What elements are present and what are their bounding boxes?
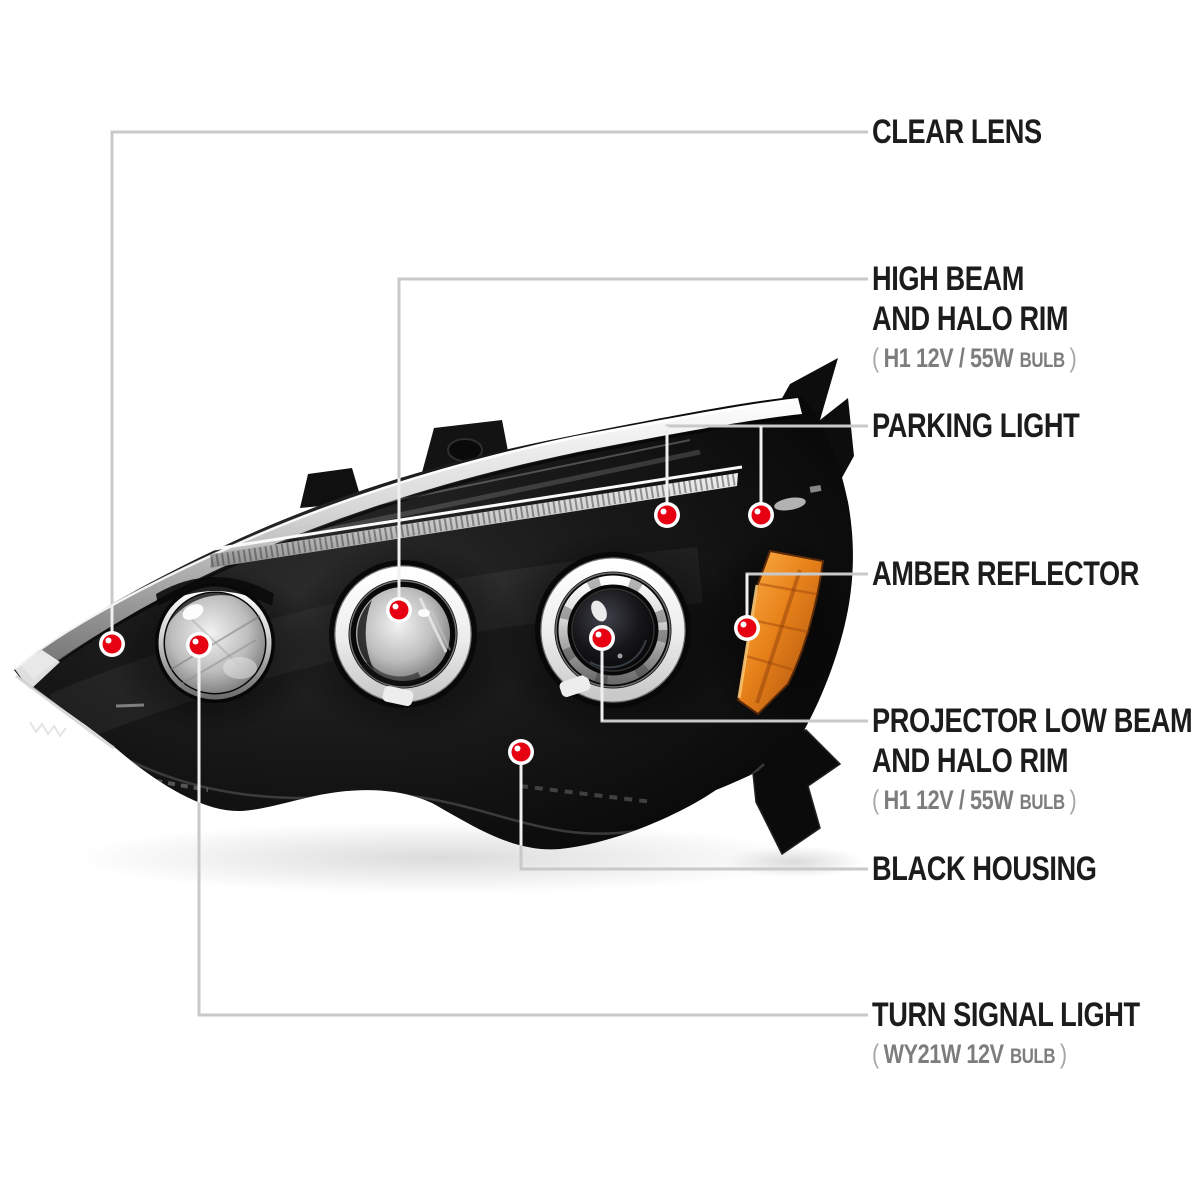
callout-title: TURN SIGNAL LIGHT xyxy=(872,996,1140,1034)
bulb-spec-value: WY21W 12V xyxy=(883,1039,1004,1069)
drop-shadow xyxy=(70,822,810,894)
high-beam-lamp xyxy=(329,560,477,708)
projector-chrome-ring xyxy=(558,575,668,685)
bulb-spec-value: H1 12V / 55W xyxy=(883,343,1014,373)
marker-clear-lens-icon xyxy=(99,631,125,657)
headlight-photo xyxy=(14,358,865,894)
halo-outer-hairline xyxy=(540,557,686,703)
paren: ( xyxy=(872,785,879,815)
paren: ) xyxy=(1069,785,1077,815)
marker-parking-light-1-icon xyxy=(654,502,680,528)
label-clear-lens: CLEAR LENS xyxy=(872,112,1042,152)
projector-halo-ring xyxy=(541,558,685,702)
lens-tip-edge xyxy=(15,674,115,750)
paren: ( xyxy=(872,1039,879,1069)
callout-title: HIGH BEAM xyxy=(872,260,1025,298)
bulb-unit: BULB xyxy=(1019,349,1065,372)
halo-inner-hairline xyxy=(555,572,671,688)
label-black-housing: BLACK HOUSING xyxy=(872,849,1097,889)
label-amber-reflector: AMBER REFLECTOR xyxy=(872,554,1139,594)
facet-line xyxy=(177,639,257,687)
parking-chrome-notch xyxy=(809,485,822,493)
label-projector-low-beam: PROJECTOR LOW BEAM AND HALO RIM (H1 12V … xyxy=(872,701,1193,820)
projector-lens-lip xyxy=(571,588,655,672)
parking-strip-highlight xyxy=(213,465,743,551)
turn-signal-glow xyxy=(223,657,257,679)
parking-chrome-detail xyxy=(774,497,806,511)
marker-black-housing-icon xyxy=(508,739,534,765)
high-beam-highlight xyxy=(418,609,430,617)
high-beam-streak xyxy=(418,597,448,653)
bulb-unit: BULB xyxy=(1019,791,1065,814)
lens-streak-1 xyxy=(279,449,701,543)
halo-notch xyxy=(382,685,414,707)
lens-dash-mark xyxy=(115,703,145,708)
turn-signal-shadow-crescent xyxy=(169,592,232,623)
bulb-spec: (WY21W 12V BULB) xyxy=(872,1037,1140,1074)
callout-title: BLACK HOUSING xyxy=(872,850,1097,888)
bulb-spec-value: H1 12V / 55W xyxy=(883,785,1014,815)
chrome-bottom-seam xyxy=(35,414,802,680)
callout-title: CLEAR LENS xyxy=(872,113,1042,151)
amber-facet xyxy=(745,654,795,672)
amber-bright-edge xyxy=(737,584,759,699)
parking-strip-ribs xyxy=(210,473,738,567)
high-beam-streak xyxy=(430,609,451,651)
amber-crease xyxy=(755,569,802,704)
projector-glint xyxy=(617,653,623,659)
callout-markers xyxy=(99,502,774,765)
projector-reflection-arc xyxy=(589,639,647,669)
callout-title: PARKING LIGHT xyxy=(872,407,1080,445)
chrome-top-hairline xyxy=(15,398,798,669)
drop-shadow-right xyxy=(725,846,865,878)
amber-facet xyxy=(759,582,817,596)
projector-highlight xyxy=(591,600,607,622)
marker-parking-light-2-icon xyxy=(748,502,774,528)
amber-facet xyxy=(751,618,809,634)
high-beam-shadow-crescent xyxy=(357,600,374,670)
projector-lamp xyxy=(535,552,691,708)
bulb-unit: BULB xyxy=(1010,1045,1056,1068)
turn-signal-highlight xyxy=(182,604,204,620)
marker-projector-icon xyxy=(589,625,615,651)
facet-line xyxy=(169,615,261,671)
label-parking-light: PARKING LIGHT xyxy=(872,406,1080,446)
callout-title: AMBER REFLECTOR xyxy=(872,555,1140,593)
label-turn-signal: TURN SIGNAL LIGHT (WY21W 12V BULB) xyxy=(872,995,1140,1074)
projector-ring-shading xyxy=(558,575,668,685)
halo-inner-hairline xyxy=(349,580,457,688)
marker-amber-reflector-icon xyxy=(734,615,760,641)
lens-tip-highlight xyxy=(14,650,60,690)
paren: ( xyxy=(872,343,879,373)
paren: ) xyxy=(1059,1039,1067,1069)
callout-title: PROJECTOR LOW BEAM xyxy=(872,702,1193,740)
high-beam-shadow-arc xyxy=(361,661,423,686)
marker-high-beam-icon xyxy=(386,597,412,623)
callout-title-line2: AND HALO RIM xyxy=(872,742,1069,780)
paren: ) xyxy=(1069,343,1077,373)
amber-reflector xyxy=(736,549,825,716)
callout-title-line2: AND HALO RIM xyxy=(872,300,1069,338)
leader-clear-lens xyxy=(110,130,868,644)
turn-signal-lamp xyxy=(155,577,275,703)
halo-notch xyxy=(559,675,591,697)
etched-text-right xyxy=(519,784,653,804)
marker-turn-signal-icon xyxy=(186,632,212,658)
lens-tip-serration xyxy=(29,721,67,738)
turn-signal-visor xyxy=(156,577,274,606)
